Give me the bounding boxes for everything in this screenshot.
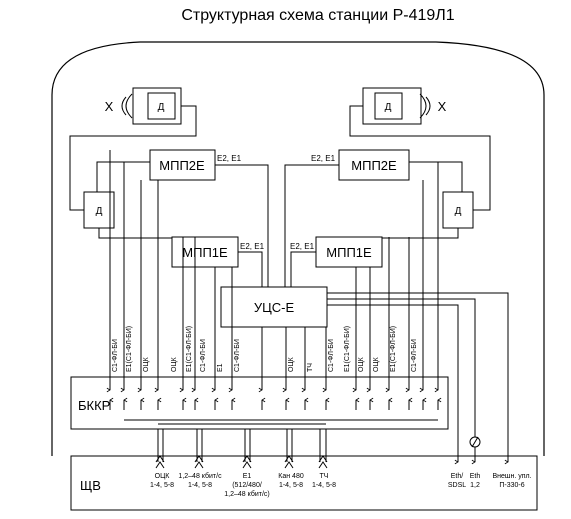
- output-arrow: [155, 455, 165, 469]
- ucs-e-block: [220, 286, 328, 328]
- d-block-right-top: Д: [385, 102, 392, 113]
- link-label-mpp2e-left: Е2, Е1: [217, 154, 242, 163]
- mpp2e-left-label: МПП2Е: [159, 158, 205, 173]
- d-left-side-label: Д: [96, 206, 103, 217]
- signal-label: С1-ФЛ-БИ: [200, 339, 207, 372]
- signal-label: Е1(С1-ФЛ-БИ): [344, 326, 351, 372]
- mpp1e-left-label: МПП1Е: [182, 245, 228, 260]
- bkkr-outputs: [155, 429, 328, 469]
- e2e1-links: [215, 164, 339, 287]
- signal-label: Е1: [217, 363, 224, 372]
- right-antenna-group: Д X: [362, 87, 447, 125]
- mpp1e-right-label: МПП1Е: [326, 245, 372, 260]
- d-block-left-top: Д: [158, 102, 165, 113]
- port-label: 1,2: [470, 482, 480, 489]
- signal-label: ОЦК: [171, 356, 178, 372]
- signal-label: Е1(С1-ФЛ-БИ): [390, 326, 397, 372]
- port-label: ТЧ: [320, 473, 329, 480]
- schv-block: [70, 455, 538, 511]
- port-label: 1-4, 5-8: [188, 482, 212, 489]
- link-label-mpp1e-right: Е2, Е1: [290, 242, 315, 251]
- bkkr-block: [70, 376, 449, 430]
- port-label: Е1: [243, 473, 252, 480]
- port-label: Eth: [470, 473, 481, 480]
- signal-label: С1-ФЛ-БИ: [112, 339, 119, 372]
- bkkr-label: БККР: [78, 398, 110, 413]
- port-label: П-330-6: [499, 482, 524, 489]
- output-arrow: [194, 455, 204, 469]
- link-label-mpp1e-left: Е2, Е1: [240, 242, 265, 251]
- antenna-loops: [69, 105, 491, 239]
- port-label: Eth/: [451, 473, 464, 480]
- port-label: 1-4, 5-8: [279, 482, 303, 489]
- x-mark-right: X: [438, 99, 447, 114]
- vertical-signal-lines: [110, 150, 438, 410]
- port-label: 1,2–48 кбит/с): [224, 490, 269, 498]
- output-arrow: [242, 455, 252, 469]
- mpp2e-right-block: [338, 149, 410, 181]
- signal-label: С1-ФЛ-БИ: [234, 339, 241, 372]
- signal-label: Е1(С1-ФЛ-БИ): [126, 326, 133, 372]
- port-label: 1-4, 5-8: [150, 482, 174, 489]
- d-right-side-label: Д: [455, 206, 462, 217]
- port-label: Кан 480: [278, 473, 304, 480]
- signal-label: ОЦК: [143, 356, 150, 372]
- x-mark-left: X: [105, 99, 114, 114]
- ucs-e-label: УЦС-Е: [254, 300, 295, 315]
- mpp1e-right-block: [315, 236, 383, 268]
- station-enclosure: [51, 41, 545, 456]
- signal-label: С1-ФЛ-БИ: [328, 339, 335, 372]
- signal-label: ОЦК: [288, 356, 295, 372]
- left-antenna-group: Д X: [105, 87, 182, 125]
- bkkr-internal-bus: [124, 419, 438, 425]
- signal-label: С1-ФЛ-БИ: [411, 339, 418, 372]
- signal-label: ТЧ: [307, 363, 314, 372]
- schv-label: ЩВ: [80, 478, 101, 493]
- port-label: ОЦК: [155, 473, 171, 480]
- vertical-signal-labels: С1-ФЛ-БИ Е1(С1-ФЛ-БИ) ОЦК ОЦК Е1(С1-ФЛ-БИ) С1…: [112, 326, 418, 372]
- signal-label: Е1(С1-ФЛ-БИ): [186, 326, 193, 372]
- output-arrow: [318, 455, 328, 469]
- diagram-title: Структурная схема станции Р-419Л1: [181, 7, 454, 24]
- port-label: 1,2–48 кбит/с: [178, 472, 222, 480]
- output-arrow: [284, 455, 294, 469]
- port-label: (512/480/: [232, 482, 262, 489]
- port-label: Внешн. упл.: [492, 473, 531, 480]
- mpp2e-right-label: МПП2Е: [351, 158, 397, 173]
- link-label-mpp2e-right: Е2, Е1: [311, 154, 336, 163]
- signal-label: ОЦК: [373, 356, 380, 372]
- port-label: SDSL: [448, 482, 466, 489]
- ucs-to-schv-lines: [327, 292, 509, 456]
- signal-label: ОЦК: [358, 356, 365, 372]
- eth-crossing-mark: [469, 436, 481, 448]
- port-label: 1-4, 5-8: [312, 482, 336, 489]
- schv-port-labels: ОЦК 1-4, 5-8 1,2–48 кбит/с 1-4, 5-8 Е1 (512/4…: [150, 472, 532, 498]
